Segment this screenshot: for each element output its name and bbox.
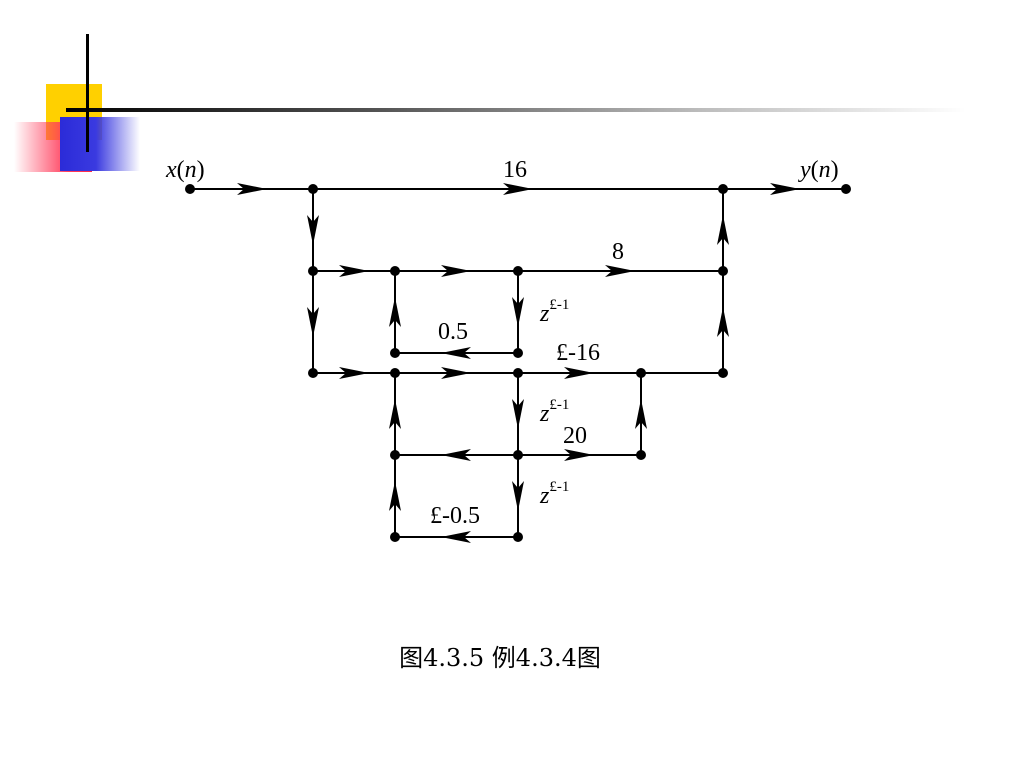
node (636, 368, 646, 378)
node (513, 532, 523, 542)
node-output (841, 184, 851, 194)
node-input (185, 184, 195, 194)
node (513, 266, 523, 276)
decor-vertical-rule (86, 34, 89, 152)
node (718, 266, 728, 276)
delay-label-2: z£-1 (539, 397, 569, 427)
gain-label-8: 8 (612, 239, 624, 265)
node (390, 450, 400, 460)
node (513, 368, 523, 378)
delay-label-3: z£-1 (539, 479, 569, 509)
decor-horizontal-rule (66, 108, 966, 112)
node (390, 368, 400, 378)
node (390, 266, 400, 276)
input-label: x(n) (165, 157, 205, 183)
node (308, 368, 318, 378)
gain-label-16: 16 (503, 157, 527, 183)
node (513, 348, 523, 358)
gain-label-0.5: 0.5 (438, 319, 468, 345)
output-label: y(n) (798, 157, 839, 183)
gain-label-minus16: £-16 (556, 340, 600, 366)
node (513, 450, 523, 460)
node (636, 450, 646, 460)
delay-label-1: z£-1 (539, 297, 569, 327)
node (308, 184, 318, 194)
node (390, 532, 400, 542)
node (718, 368, 728, 378)
gain-label-minus0.5: £-0.5 (430, 503, 480, 529)
node (308, 266, 318, 276)
figure-caption: 图4.3.5 例4.3.4图 (399, 644, 601, 672)
decor-blue-gradient-block (60, 117, 140, 171)
node (718, 184, 728, 194)
node (390, 348, 400, 358)
gain-label-20: 20 (563, 423, 587, 449)
